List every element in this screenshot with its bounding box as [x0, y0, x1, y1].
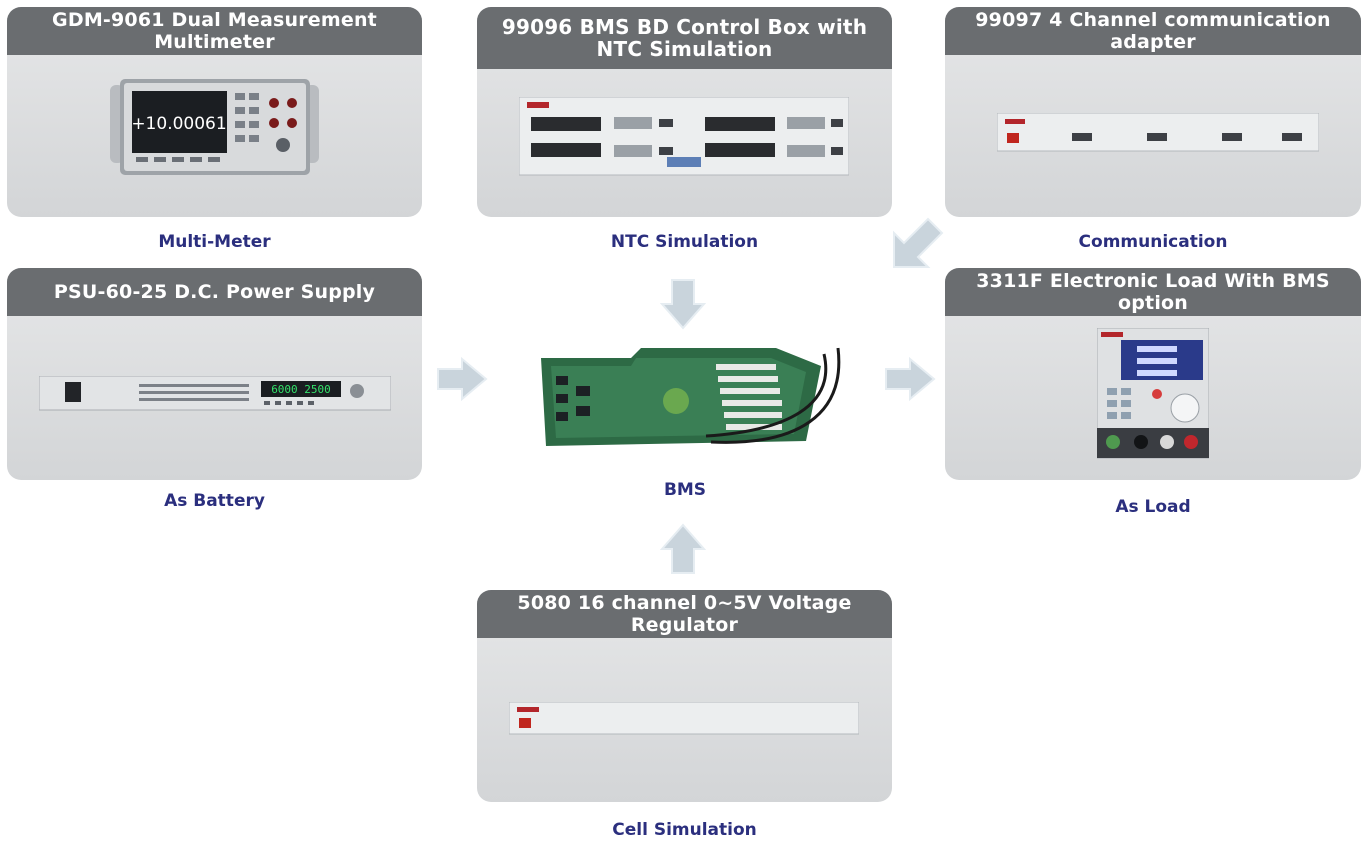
arrow-up-icon [660, 523, 706, 574]
load-caption: As Load [1115, 497, 1191, 517]
arrow-down-icon [660, 279, 706, 330]
ntc-caption: NTC Simulation [610, 232, 759, 252]
load-image [1097, 328, 1209, 459]
bms-caption: BMS [663, 480, 707, 500]
comm-card: 99097 4 Channel communication adapter [945, 7, 1361, 217]
regulator-title: 5080 16 channel 0~5V Voltage Regulator [477, 590, 892, 638]
bms-board-image [541, 347, 841, 446]
multimeter-display: +10.00061 [131, 114, 226, 134]
ntc-box-image [519, 97, 849, 176]
multimeter-title: GDM-9061 Dual Measurement Multimeter [7, 7, 422, 55]
multimeter-card: GDM-9061 Dual Measurement Multimeter +10… [7, 7, 422, 217]
psu-caption: As Battery [164, 491, 265, 511]
ntc-card: 99096 BMS BD Control Box with NTC Simula… [477, 7, 892, 217]
psu-display: 6000 2500 [271, 383, 331, 396]
multimeter-image: +10.00061 [110, 79, 319, 175]
regulator-image [509, 702, 859, 735]
psu-image: 6000 2500 [39, 376, 391, 411]
load-card: 3311F Electronic Load With BMS option [945, 268, 1361, 480]
comm-title: 99097 4 Channel communication adapter [945, 7, 1361, 55]
arrow-right-icon [437, 357, 488, 401]
ntc-title: 99096 BMS BD Control Box with NTC Simula… [477, 7, 892, 69]
comm-caption: Communication [1078, 232, 1228, 252]
regulator-card: 5080 16 channel 0~5V Voltage Regulator [477, 590, 892, 802]
load-title: 3311F Electronic Load With BMS option [945, 268, 1361, 316]
comm-adapter-image [997, 113, 1319, 152]
regulator-caption: Cell Simulation [612, 820, 757, 840]
psu-title: PSU-60-25 D.C. Power Supply [7, 268, 422, 316]
psu-card: PSU-60-25 D.C. Power Supply 6000 2500 [7, 268, 422, 480]
multimeter-caption: Multi-Meter [158, 232, 271, 252]
arrow-right-icon [885, 357, 936, 401]
arrow-down-left-icon [893, 217, 944, 268]
